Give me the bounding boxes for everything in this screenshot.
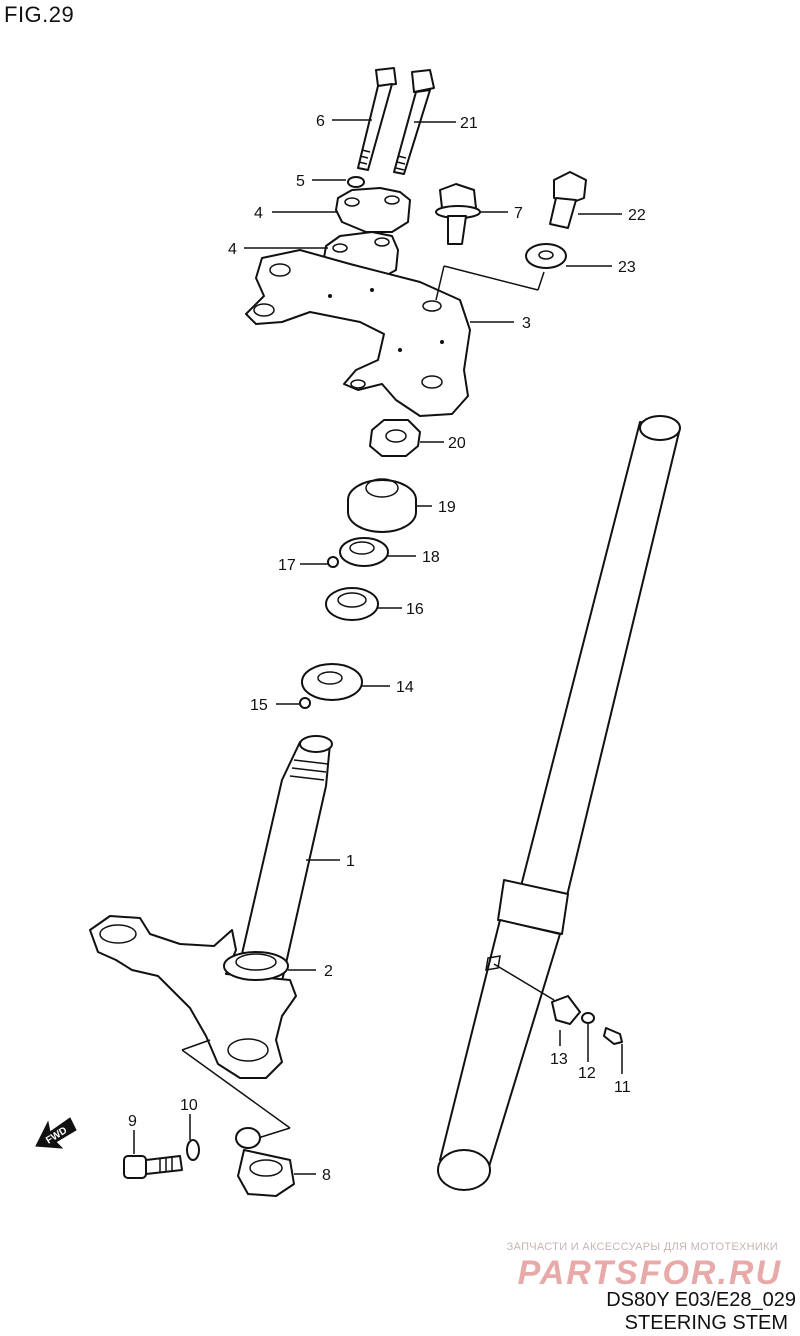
part-10-washer[interactable] <box>186 1139 200 1161</box>
part-16-race[interactable] <box>325 587 379 621</box>
callout-18: 18 <box>422 549 440 566</box>
callout-21: 21 <box>460 115 478 132</box>
watermark-brand-logo: PARTSFOR.RU <box>517 1254 782 1292</box>
part-7-bolt[interactable] <box>435 183 481 245</box>
callout-12: 12 <box>578 1065 596 1082</box>
callout-13: 13 <box>550 1051 568 1068</box>
callout-7: 7 <box>514 205 523 222</box>
callout-22: 22 <box>628 207 646 224</box>
part-13-clamp[interactable] <box>551 995 581 1025</box>
part-23-washer[interactable] <box>525 243 567 269</box>
part-4-upper-holder[interactable] <box>335 187 411 233</box>
part-17-ball[interactable] <box>327 556 339 568</box>
leader-lines <box>133 119 623 1175</box>
section-name: STEERING STEM <box>624 1312 788 1334</box>
callout-8: 8 <box>322 1167 331 1184</box>
callout-14: 14 <box>396 679 414 696</box>
part-8-clamp[interactable] <box>235 1127 295 1197</box>
front-fork-assembly[interactable] <box>437 415 681 1191</box>
callout-1: 1 <box>346 853 355 870</box>
callout-20: 20 <box>448 435 466 452</box>
callout-16: 16 <box>406 601 424 618</box>
part-9-bolt[interactable] <box>123 1155 183 1179</box>
part-22-bolt[interactable] <box>549 171 587 229</box>
part-12-washer[interactable] <box>581 1012 595 1024</box>
part-1-steering-stem[interactable] <box>89 735 333 1079</box>
part-20-nut[interactable] <box>369 419 421 457</box>
part-3-upper-bracket[interactable] <box>245 249 471 417</box>
callout-23: 23 <box>618 259 636 276</box>
callout-9: 9 <box>128 1113 137 1130</box>
callout-10: 10 <box>180 1097 198 1114</box>
fwd-arrow-icon: FWD <box>35 1117 77 1149</box>
callout-5: 5 <box>296 173 305 190</box>
callout-labels: 6 21 5 4 7 22 4 23 3 20 19 18 17 16 14 1… <box>128 113 646 1184</box>
watermark-tagline: ЗАПЧАСТИ И АКСЕССУАРЫ ДЛЯ МОТОТЕХНИКИ <box>506 1241 778 1253</box>
part-5-washer[interactable] <box>347 176 365 188</box>
figure-number: FIG.29 <box>4 2 75 27</box>
part-14-race[interactable] <box>301 663 363 701</box>
callout-15: 15 <box>250 697 268 714</box>
part-21-bolt[interactable] <box>393 69 435 175</box>
part-6-bolt[interactable] <box>357 67 397 171</box>
part-15-ball[interactable] <box>299 697 311 709</box>
model-code: DS80Y E03/E28_029 <box>606 1289 796 1311</box>
callout-4-lower: 4 <box>228 241 237 258</box>
part-18-race[interactable] <box>339 537 389 567</box>
callout-4-upper: 4 <box>254 205 263 222</box>
callout-6: 6 <box>316 113 325 130</box>
callout-11: 11 <box>614 1079 631 1096</box>
callout-17: 17 <box>278 557 296 574</box>
callout-19: 19 <box>438 499 456 516</box>
callout-2: 2 <box>324 963 333 980</box>
part-19-seal[interactable] <box>347 478 417 533</box>
callout-3: 3 <box>522 315 531 332</box>
part-11-screw[interactable] <box>603 1027 623 1045</box>
